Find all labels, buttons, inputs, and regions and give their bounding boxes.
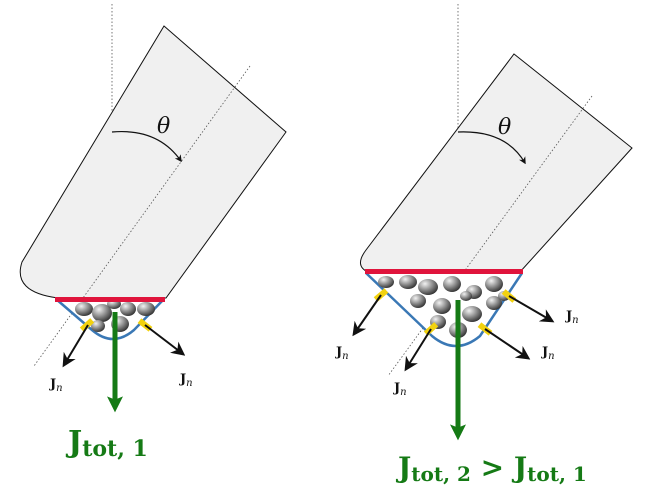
left-tilted-axis-line bbox=[33, 65, 251, 367]
right-flux-arrow-3 bbox=[508, 295, 555, 323]
right-particles bbox=[378, 275, 510, 338]
left-flux-label-2: Jn bbox=[179, 372, 193, 389]
right-tilted-container bbox=[360, 53, 633, 273]
right-flux-arrow-4 bbox=[484, 328, 531, 360]
right-angle-label: θ bbox=[498, 115, 511, 140]
left-flux-arrow-2 bbox=[144, 324, 186, 356]
left-flux-label-1: Jn bbox=[49, 377, 63, 394]
left-flux-arrow-1 bbox=[62, 324, 89, 368]
right-panel: θ Jn Jn Jn Jn bbox=[335, 4, 633, 486]
right-angle-arc bbox=[457, 131, 526, 165]
right-flux-label-3: Jn bbox=[565, 309, 579, 326]
left-membrane bbox=[55, 297, 165, 302]
right-flux-arrow-2 bbox=[404, 328, 432, 372]
left-tilted-container bbox=[19, 25, 287, 299]
left-angle-arc bbox=[111, 130, 182, 163]
right-membrane bbox=[365, 269, 523, 274]
right-flux-arrow-1 bbox=[352, 294, 382, 337]
left-angle-label: θ bbox=[157, 114, 170, 139]
left-total-label: Jtot, 1 bbox=[65, 425, 148, 462]
right-flux-label-1: Jn bbox=[335, 345, 349, 362]
left-panel: θ Jn Jn Jtot, 1 bbox=[19, 4, 287, 462]
right-flux-label-2: Jn bbox=[393, 381, 407, 398]
right-flux-label-4: Jn bbox=[541, 345, 555, 362]
right-total-label: Jtot, 2 > Jtot, 1 bbox=[395, 451, 587, 486]
